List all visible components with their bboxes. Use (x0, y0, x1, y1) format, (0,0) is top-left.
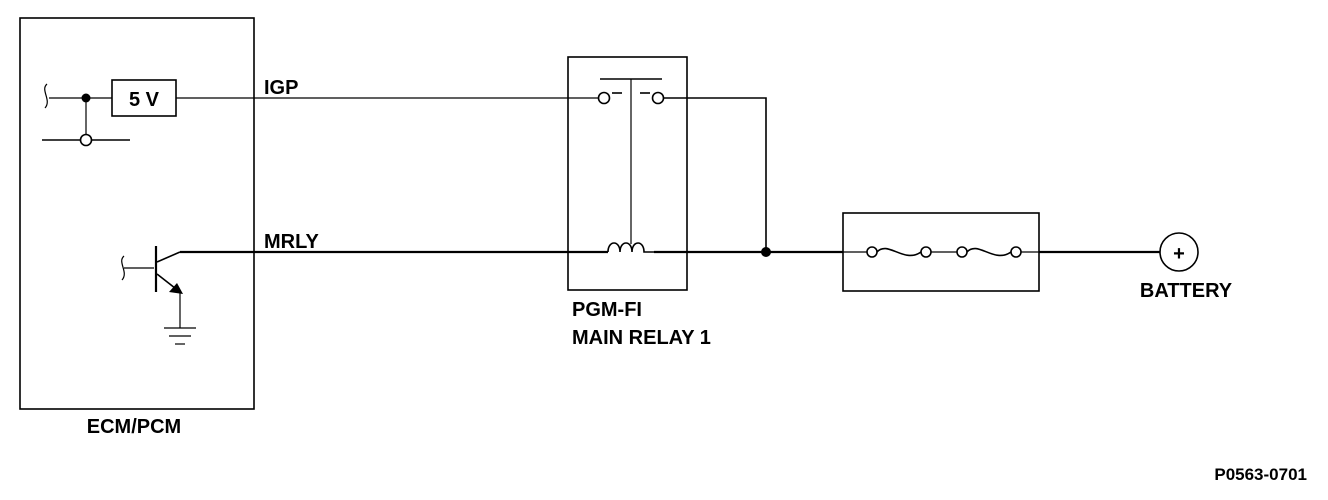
fuse1-terminal-right (920, 246, 932, 258)
relay-contact-right (651, 91, 665, 105)
fuse1-terminal-left (866, 246, 878, 258)
input-tilde-lower (121, 255, 125, 281)
relay-box (567, 56, 688, 291)
fuse2-terminal-left (956, 246, 968, 258)
transistor-arrow (169, 283, 183, 294)
fuse2-icon (966, 247, 1012, 257)
transistor-collector (156, 251, 181, 263)
voltage-label: 5 V (129, 89, 160, 111)
battery-icon (1159, 232, 1199, 272)
junction-dot-main (761, 247, 771, 257)
input-tilde-upper (44, 83, 48, 109)
mrly-label: MRLY (264, 231, 319, 253)
figure-id: P0563-0701 (1214, 465, 1307, 484)
battery-label: BATTERY (1140, 280, 1233, 302)
igp-label: IGP (264, 77, 298, 99)
switch-contact-ecm (79, 133, 93, 147)
relay-label-line2: MAIN RELAY 1 (572, 327, 711, 349)
relay-label-line1: PGM-FI (572, 299, 642, 321)
relay-output-wire (664, 97, 767, 252)
battery-symbol: + (1173, 243, 1185, 265)
fuse2-terminal-right (1010, 246, 1022, 258)
ecm-label: ECM/PCM (87, 416, 181, 438)
relay-coil-icon (607, 242, 654, 253)
relay-contact-left (597, 91, 611, 105)
ecm-box (19, 17, 255, 410)
fuse1-icon (876, 247, 922, 257)
